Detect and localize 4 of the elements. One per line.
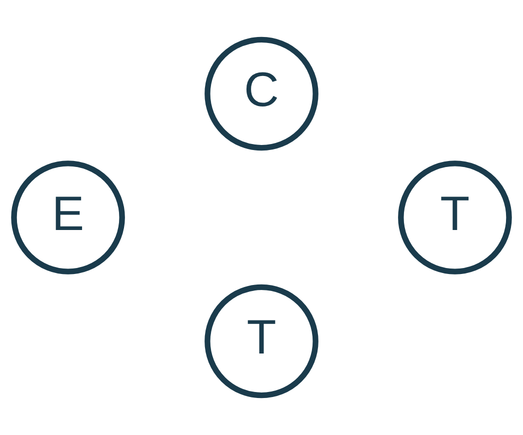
node-circle: T — [204, 284, 318, 398]
node-circle: E — [11, 160, 125, 274]
node-circle: T — [398, 160, 512, 274]
node-circle: C — [204, 36, 318, 151]
